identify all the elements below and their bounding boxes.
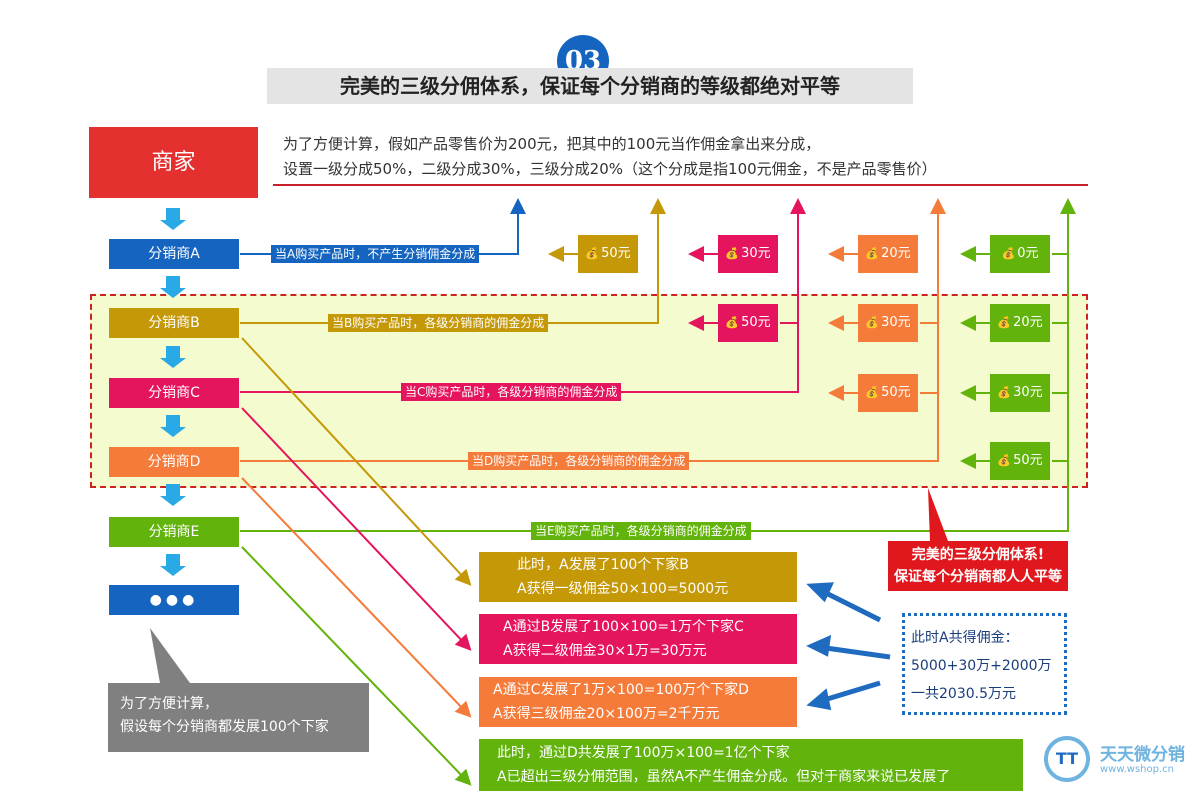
intro-line-2: 设置一级分成50%，二级分成30%，三级分成20%（这个分成是指100元佣金，不… xyxy=(283,160,937,178)
money-bag-icon: 💰 xyxy=(997,386,1012,399)
down-arrows xyxy=(160,208,186,576)
merchant-box: 商家 xyxy=(89,127,258,198)
result-box-d: A通过C发展了1万×100=100万个下家D A获得三级佣金20×100万=2千… xyxy=(479,677,797,727)
money-bag-icon: 💰 xyxy=(1001,247,1016,260)
perfect-system-callout: 完美的三级分佣体系! 保证每个分销商都人人平等 xyxy=(888,541,1068,591)
page-title: 完美的三级分佣体系，保证每个分销商的等级都绝对平等 xyxy=(267,68,913,104)
money-bag-icon: 💰 xyxy=(585,247,600,260)
flow-label-a: 当A购买产品时，不产生分销佣金分成 xyxy=(271,245,480,263)
coin-b-20: 💰20元 xyxy=(990,304,1050,342)
money-bag-icon: 💰 xyxy=(725,247,740,260)
coin-d-50: 💰50元 xyxy=(990,442,1050,480)
assumption-note: 为了方便计算， 假设每个分销商都发展100个下家 xyxy=(108,683,369,752)
money-bag-icon: 💰 xyxy=(865,386,880,399)
flow-label-c: 当C购买产品时，各级分销商的佣金分成 xyxy=(401,383,622,401)
coin-a-20: 💰20元 xyxy=(858,235,918,273)
logo-url: www.wshop.cn xyxy=(1100,764,1175,775)
result-box-b: 此时，A发展了100个下家B A获得一级佣金50×100=5000元 xyxy=(479,552,797,602)
intro-divider xyxy=(273,184,1088,186)
distributor-d: 分销商D xyxy=(109,447,239,477)
flow-label-d: 当D购买产品时，各级分销商的佣金分成 xyxy=(468,452,690,470)
distributor-a: 分销商A xyxy=(109,239,239,269)
coin-b-50: 💰50元 xyxy=(718,304,778,342)
total-commission-box: 此时A共得佣金： 5000+30万+2000万 一共2030.5万元 xyxy=(902,613,1067,715)
flow-label-b: 当B购买产品时，各级分销商的佣金分成 xyxy=(328,314,549,332)
coin-a-30: 💰30元 xyxy=(718,235,778,273)
coin-b-30: 💰30元 xyxy=(858,304,918,342)
money-bag-icon: 💰 xyxy=(725,316,740,329)
money-bag-icon: 💰 xyxy=(865,316,880,329)
intro-line-1: 为了方便计算，假如产品零售价为200元，把其中的100元当作佣金拿出来分成， xyxy=(283,135,821,153)
logo-mark-icon: TT xyxy=(1044,736,1090,782)
distributor-c: 分销商C xyxy=(109,378,239,408)
money-bag-icon: 💰 xyxy=(865,247,880,260)
logo-name: 天天微分销 xyxy=(1100,745,1185,765)
distributor-more: ●●● xyxy=(109,585,239,615)
brand-logo: TT 天天微分销 www.wshop.cn xyxy=(1044,734,1194,790)
coin-a-0: 💰0元 xyxy=(990,235,1050,273)
result-box-c: A通过B发展了100×100=1万个下家C A获得二级佣金30×1万=30万元 xyxy=(479,614,797,664)
coin-c-50: 💰50元 xyxy=(858,374,918,412)
flow-label-e: 当E购买产品时，各级分销商的佣金分成 xyxy=(531,522,751,540)
result-box-e: 此时，通过D共发展了100万×100=1亿个下家 A已超出三级分佣范围，虽然A不… xyxy=(479,739,1023,791)
distributor-e: 分销商E xyxy=(109,517,239,547)
money-bag-icon: 💰 xyxy=(997,316,1012,329)
money-bag-icon: 💰 xyxy=(997,454,1012,467)
coin-c-30: 💰30元 xyxy=(990,374,1050,412)
distributor-b: 分销商B xyxy=(109,308,239,338)
coin-a-50: 💰50元 xyxy=(578,235,638,273)
intro-text: 为了方便计算，假如产品零售价为200元，把其中的100元当作佣金拿出来分成， 设… xyxy=(283,132,1083,182)
